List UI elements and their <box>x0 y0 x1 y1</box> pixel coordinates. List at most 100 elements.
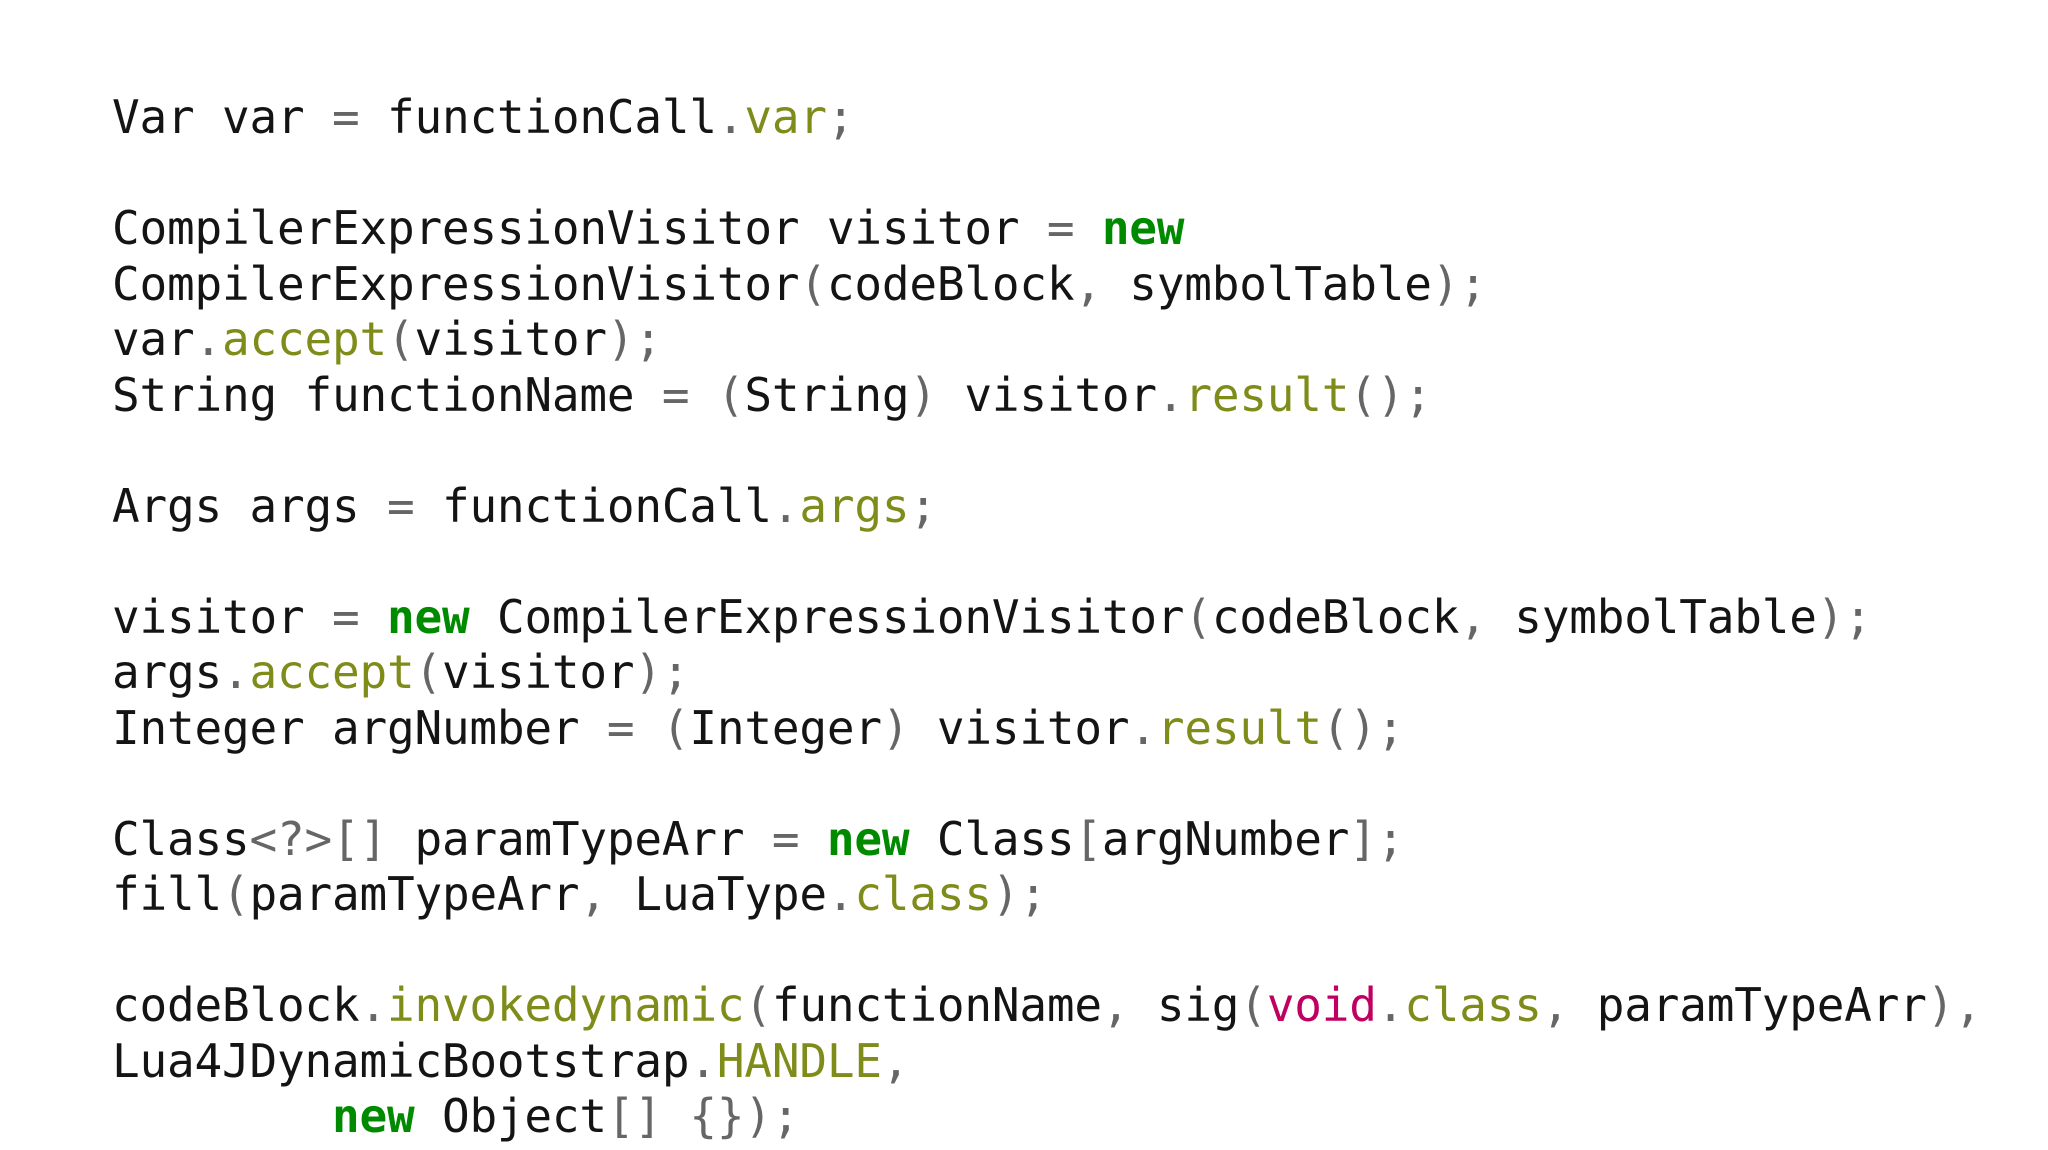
code-token-punct: [ <box>1074 811 1102 866</box>
code-token-punct: , <box>579 867 607 921</box>
code-token-punct: [] <box>606 1089 662 1143</box>
code-token-punct: ( <box>661 700 690 755</box>
code-token-punct: , <box>1074 256 1102 311</box>
code-token-plain: codeBlock <box>112 978 360 1032</box>
code-token-plain <box>359 590 387 644</box>
code-token-punct: = <box>386 478 415 533</box>
code-token-member: result <box>1156 700 1322 755</box>
code-token-plain: String functionName <box>112 367 662 422</box>
code-token-plain: functionCall <box>414 478 772 533</box>
code-token-punct: ) <box>909 367 937 422</box>
code-token-punct: = <box>771 811 800 866</box>
code-token-punct: ; <box>826 90 855 144</box>
code-line: new Object[] {}); <box>112 1089 2012 1145</box>
code-token-keyword: new <box>331 1089 415 1143</box>
code-token-plain: args <box>112 645 222 699</box>
code-token-plain: Integer argNumber <box>112 700 607 755</box>
code-token-plain: symbolTable <box>1486 589 1817 644</box>
code-line: CompilerExpressionVisitor visitor = new … <box>112 201 2012 312</box>
code-token-member: args <box>799 478 910 533</box>
code-token-plain: LuaType <box>606 867 827 921</box>
code-token-punct: = <box>606 700 635 755</box>
code-token-plain: Class <box>112 811 250 866</box>
code-line: ​ <box>112 923 2012 979</box>
code-token-plain: visitor <box>112 589 332 644</box>
code-line: ​ <box>112 423 2012 479</box>
code-token-punct: <?>[] <box>249 811 387 866</box>
code-line: ​ <box>112 756 2012 812</box>
code-token-punct: . <box>221 645 250 699</box>
code-line: visitor = new CompilerExpressionVisitor(… <box>112 590 2012 646</box>
code-token-punct: ( <box>414 645 442 699</box>
code-line: String functionName = (String) visitor.r… <box>112 368 2012 424</box>
code-token-punct: ( <box>799 256 827 311</box>
code-token-punct: . <box>716 90 745 144</box>
code-token-punct: , <box>881 1033 910 1088</box>
code-block[interactable]: Var var = functionCall.var;​CompilerExpr… <box>112 90 2012 1145</box>
code-line: Integer argNumber = (Integer) visitor.re… <box>112 701 2012 757</box>
code-token-punct: , <box>1459 589 1487 644</box>
code-token-member: accept <box>221 312 387 366</box>
code-token-plain: String <box>744 367 910 422</box>
code-token-keyword: new <box>826 811 910 866</box>
code-token-punct: , <box>1541 978 1570 1032</box>
code-token-plain: CompilerExpressionVisitor visitor <box>112 201 1047 255</box>
code-token-plain: symbolTable <box>1101 256 1432 311</box>
code-line: ​ <box>112 146 2012 202</box>
code-token-punct: ; <box>909 478 937 533</box>
code-line: args.accept(visitor); <box>112 645 2012 701</box>
code-line: Lua4JDynamicBootstrap.HANDLE, <box>112 1034 2012 1090</box>
code-token-plain: Integer <box>689 700 882 755</box>
code-token-punct: (); <box>1349 367 1432 422</box>
code-token-plain <box>634 701 662 755</box>
code-token-plain: Lua4JDynamicBootstrap <box>112 1033 690 1088</box>
code-token-plain: functionCall <box>359 90 717 144</box>
code-token-punct: . <box>826 867 855 921</box>
code-token-plain: Args args <box>112 478 387 533</box>
code-token-plain <box>1074 201 1102 255</box>
code-token-punct: ( <box>386 312 415 366</box>
code-token-punct: ); <box>744 1089 800 1143</box>
code-line: Class<?>[] paramTypeArr = new Class[argN… <box>112 812 2012 868</box>
code-token-punct: {} <box>689 1089 745 1143</box>
code-token-punct: ( <box>1239 978 1267 1032</box>
code-token-punct: . <box>689 1033 717 1088</box>
code-token-punct: . <box>1156 367 1185 422</box>
code-token-punct: ( <box>221 867 250 921</box>
code-token-punct: ( <box>716 367 745 422</box>
code-token-plain: paramTypeArr <box>249 867 580 921</box>
code-line: codeBlock.invokedynamic(functionName, si… <box>112 978 2012 1034</box>
code-token-member: HANDLE <box>716 1033 882 1088</box>
code-line: Args args = functionCall.args; <box>112 479 2012 535</box>
code-token-plain: fill <box>112 867 222 921</box>
code-token-punct: . <box>771 478 800 533</box>
code-token-punct: . <box>1376 978 1405 1032</box>
code-token-plain: visitor <box>909 700 1130 755</box>
code-token-punct: . <box>1129 700 1157 755</box>
code-token-punct: . <box>359 978 387 1032</box>
code-token-plain: Var var <box>112 90 332 144</box>
code-line: ​ <box>112 534 2012 590</box>
code-token-plain: CompilerExpressionVisitor <box>469 589 1185 644</box>
code-token-punct: ); <box>606 312 662 366</box>
code-token-punct: . <box>194 312 222 366</box>
code-token-plain: sig <box>1129 978 1240 1032</box>
code-token-plain <box>662 1089 690 1143</box>
code-token-type: void <box>1266 978 1377 1032</box>
code-line: fill(paramTypeArr, LuaType.class); <box>112 867 2012 923</box>
code-token-plain: argNumber <box>1101 811 1350 866</box>
code-token-punct: , <box>1101 978 1130 1032</box>
code-token-plain <box>799 812 827 866</box>
code-line: Var var = functionCall.var; <box>112 90 2012 146</box>
code-token-indent <box>112 1089 332 1143</box>
code-token-member: invokedynamic <box>386 978 745 1032</box>
code-token-punct: (); <box>1321 700 1405 755</box>
code-token-plain: codeBlock <box>1211 589 1460 644</box>
code-token-plain: Class <box>909 811 1075 866</box>
code-token-plain <box>689 368 717 422</box>
code-token-plain: codeBlock <box>826 256 1075 311</box>
code-token-member: accept <box>249 645 415 699</box>
code-token-punct: = <box>661 367 690 422</box>
code-token-punct: ]; <box>1349 811 1405 866</box>
